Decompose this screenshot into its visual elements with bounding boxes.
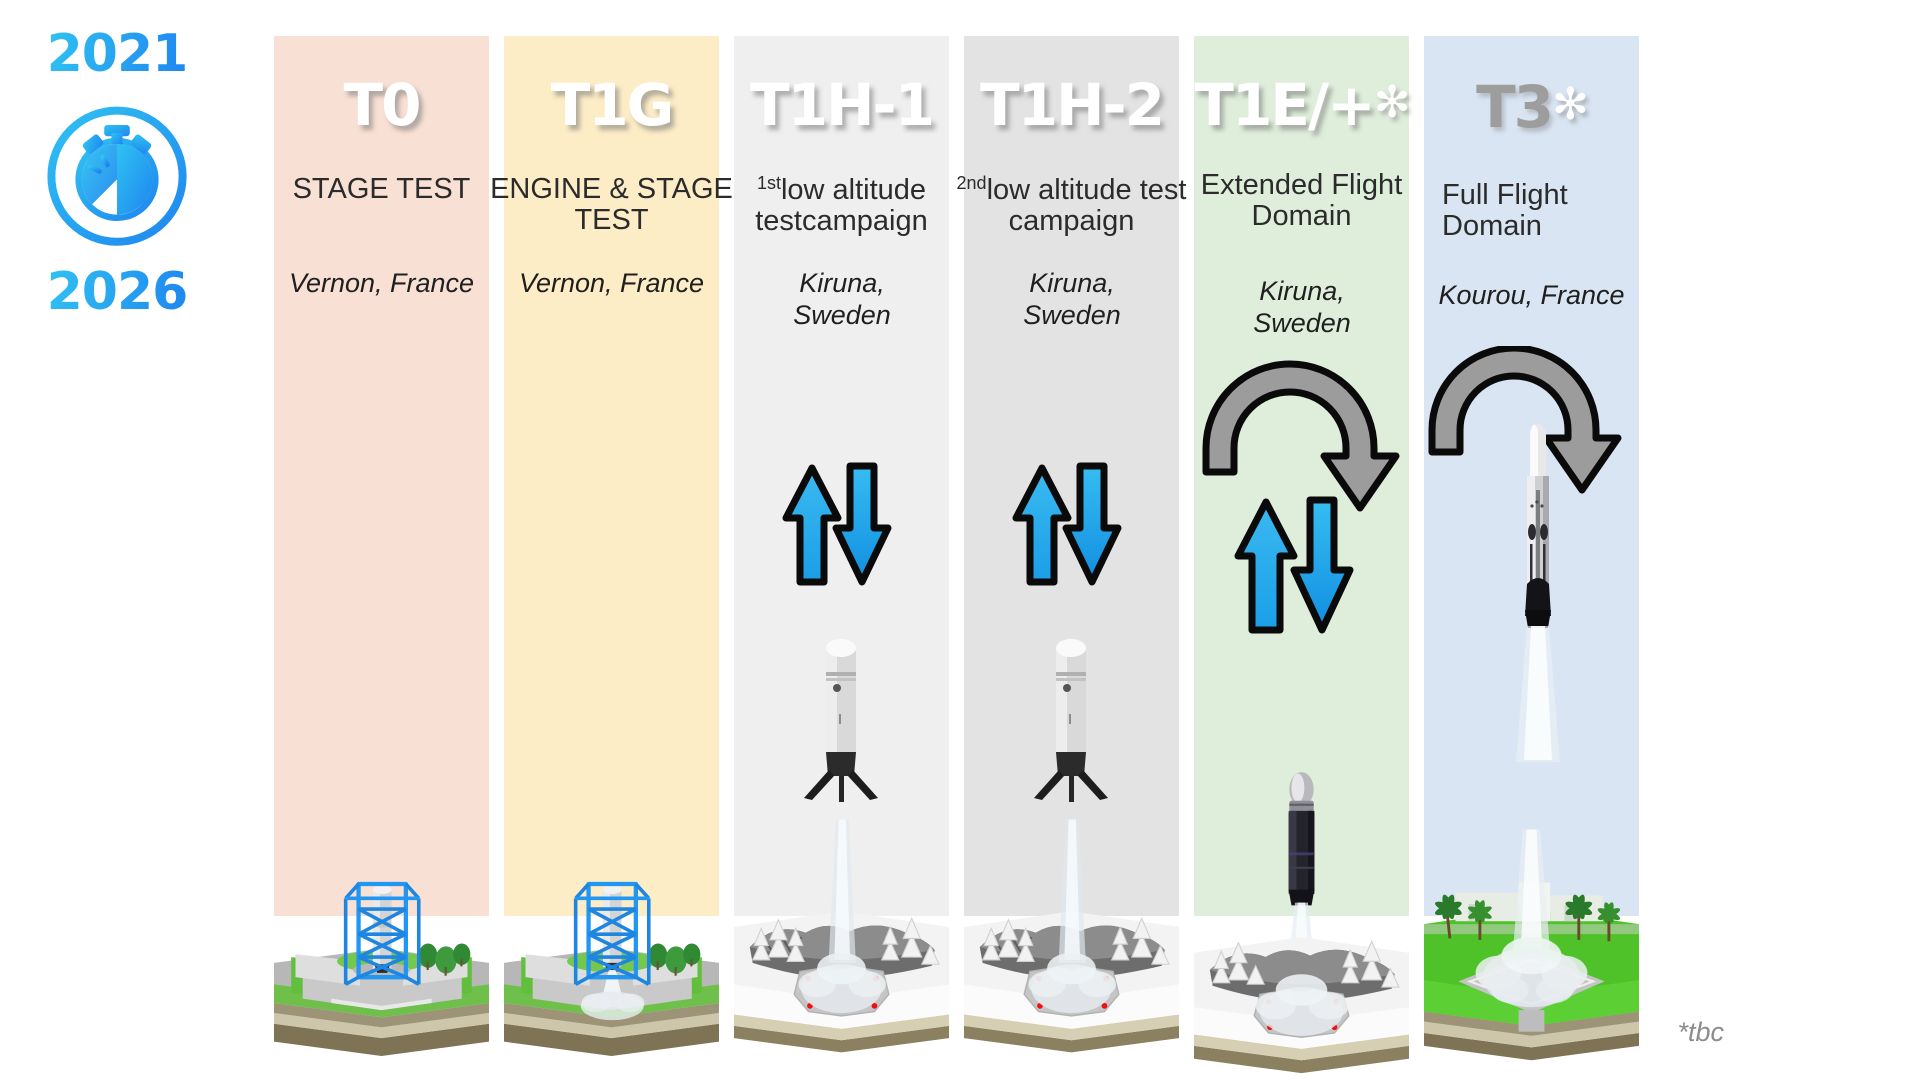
phase-subtitle-t3: Full Flight Domain (1442, 179, 1568, 243)
phase-code-t1e: T1E/+✻ (1180, 76, 1423, 134)
hop-arrows-and-rocket-icon (1012, 462, 1122, 802)
subtitle-text: low altitude test campaign (986, 174, 1187, 238)
phase-column-t1e[interactable]: T1E/+✻ Extended Flight Domain Kiruna, Sw… (1194, 36, 1411, 1074)
phase-location-t1g: Vernon, France (518, 268, 705, 298)
arc-arrow-and-launch-vehicle-icon (1428, 346, 1622, 762)
snow-landing-pad-icon (734, 819, 949, 1053)
timeframe-badge: 2021 2026 (22, 28, 212, 318)
phase-column-t0[interactable]: T0 STAGE TEST Vernon, France (274, 36, 489, 1056)
ordinal-prefix: 2nd (956, 173, 987, 193)
phase-subtitle-t1e: Extended Flight Domain (1200, 169, 1403, 233)
phase-location-t1e: Kiruna, Sweden (1253, 276, 1351, 338)
phase-column-t3[interactable]: T3✻ Full Flight Domain Kourou, France (1424, 36, 1639, 1061)
tbc-asterisk-icon: ✻ (1552, 79, 1589, 130)
phase-column-t1h2[interactable]: T1H-2 2ndlow altitude test campaign Kiru… (957, 36, 1186, 1053)
phase-column-t1g[interactable]: T1G ENGINE & STAGE TEST Vernon, France (490, 36, 733, 1056)
phase-location-t1h1: Kiruna, Sweden (793, 268, 891, 330)
phase-subtitle-t1h2: 2ndlow altitude test campaign (940, 173, 1203, 238)
snow-landing-pad-icon (964, 819, 1179, 1053)
column-background (274, 36, 489, 916)
end-year-label: 2026 (46, 262, 189, 322)
tbc-footnote: *tbc (1677, 1017, 1724, 1047)
phase-code-t1h2: T1H-2 (980, 71, 1165, 139)
phase-code-t1g: T1G (550, 71, 675, 139)
phase-column-t1h1[interactable]: T1H-1 1stlow altitude testcampaign Kirun… (734, 36, 949, 1053)
phase-location-t0: Vernon, France (288, 268, 475, 298)
arc-and-hop-arrows-icon (1202, 360, 1400, 634)
phase-subtitle-t1g: ENGINE & STAGE TEST (490, 173, 733, 237)
phase-subtitle-t0: STAGE TEST (292, 173, 471, 205)
phase-code-t0: T0 (343, 71, 422, 139)
ascending-dark-rocket-icon (1194, 772, 1409, 1074)
hop-arrows-and-rocket-icon (782, 462, 892, 802)
column-background (504, 36, 719, 916)
subtitle-text: low altitude testcampaign (755, 174, 928, 238)
test-stand-diorama-icon (274, 881, 489, 1056)
phase-code-t1h1: T1H-1 (750, 71, 935, 139)
code-text: T1E/+ (1194, 71, 1375, 139)
phase-subtitle-t1h1: 1stlow altitude testcampaign (710, 173, 973, 238)
tropical-launch-pad-icon (1424, 829, 1639, 1061)
phase-code-t3: T3✻ (1424, 78, 1639, 136)
stopwatch-icon (47, 106, 187, 246)
ordinal-prefix: 1st (756, 173, 781, 193)
start-year-label: 2021 (46, 24, 189, 84)
phase-location-t3: Kourou, France (1438, 280, 1625, 310)
test-stand-diorama-firing-icon (504, 881, 719, 1056)
code-text: T3 (1476, 73, 1554, 141)
tbc-asterisk-icon: ✻ (1373, 77, 1411, 128)
phase-location-t1h2: Kiruna, Sweden (1023, 268, 1121, 330)
